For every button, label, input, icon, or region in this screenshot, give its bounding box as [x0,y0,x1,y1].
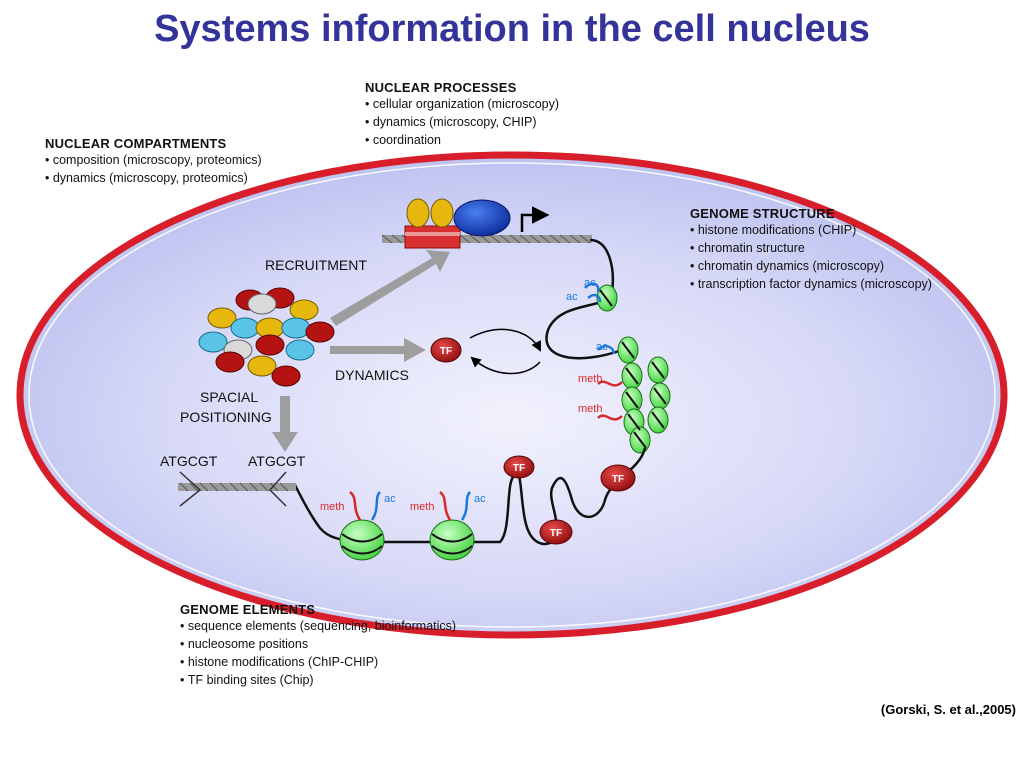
meth-mark-4 [439,491,452,521]
list-item: histone modifications (ChIP-CHIP) [180,653,456,671]
meth-label-2: meth [578,403,602,415]
coactivator-1 [406,198,430,228]
dynamics-gray-arrow [330,338,426,362]
list-item: transcription factor dynamics (microscop… [690,275,932,293]
ac-mark-2 [587,293,602,303]
meth-label-4: meth [410,501,434,513]
list-item: TF binding sites (Chip) [180,671,456,689]
svg-text:TF: TF [550,528,562,539]
meth-mark-1 [597,380,623,387]
tf-bound-3: TF [600,464,636,492]
genome-elements-block: GENOME ELEMENTS sequence elements (seque… [180,602,456,689]
ac-label-4: ac [384,493,396,505]
ac-label-1: ac [584,277,596,289]
tf-bound-2: TF [539,519,573,545]
spacial-label: SPACIAL [200,389,258,405]
genome-structure-heading: GENOME STRUCTURE [690,206,835,221]
list-item: histone modifications (CHIP) [690,221,932,239]
recruitment-label: RECRUITMENT [265,257,367,273]
ac-mark-5 [460,491,472,521]
nuclear-membrane-inner [28,162,996,628]
ac-mark-1 [584,282,600,293]
citation: (Gorski, S. et al.,2005) [880,702,1016,717]
bottom-dna [178,471,296,507]
protein-cluster [198,287,335,387]
spacial-positioning-arrow [272,396,298,452]
dynamics-arrow-in [470,356,541,375]
positioning-label: POSITIONING [180,409,272,425]
svg-text:TF: TF [513,463,525,474]
genome-structure-block: GENOME STRUCTURE histone modifications (… [690,206,932,293]
list-item: composition (microscopy, proteomics) [45,151,262,169]
list-item: cellular organization (microscopy) [365,95,559,113]
ac-label-3: ac [596,341,608,353]
ac-label-5: ac [474,493,486,505]
ac-mark-4 [370,491,382,521]
list-item: dynamics (microscopy, proteomics) [45,169,262,187]
ac-label-2: ac [566,291,578,303]
nuclear-processes-block: NUCLEAR PROCESSES cellular organization … [365,80,559,149]
list-item: coordination [365,131,559,149]
genome-elements-heading: GENOME ELEMENTS [180,602,316,617]
nucleosome-bottom-2 [429,519,475,561]
ac-mark-3 [597,344,616,355]
nuclear-compartments-heading: NUCLEAR COMPARTMENTS [45,136,227,151]
recruitment-arrow [330,250,450,326]
coactivator-2 [430,198,454,228]
list-item: chromatin dynamics (microscopy) [690,257,932,275]
tf-free: TF [430,337,462,363]
meth-label-3: meth [320,501,344,513]
list-item: nucleosome positions [180,635,456,653]
meth-mark-2 [597,414,623,421]
svg-text:TF: TF [612,474,624,485]
sequence-label-2: ATGCGT [248,453,306,469]
dynamics-label: DYNAMICS [335,367,409,383]
bound-tf-box [404,225,461,249]
list-item: dynamics (microscopy, CHIP) [365,113,559,131]
dynamics-arrow-out [469,328,541,352]
nucleosome-group-right [596,284,671,454]
chromatin-fiber-upper [545,238,623,360]
nucleosome-bottom-1 [339,519,385,561]
nuclear-compartments-block: NUCLEAR COMPARTMENTS composition (micros… [45,136,262,187]
transcription-start-arrow [520,206,550,232]
meth-label-1: meth [578,373,602,385]
nuclear-processes-heading: NUCLEAR PROCESSES [365,80,517,95]
page-title: Systems information in the cell nucleus [154,8,870,50]
list-item: sequence elements (sequencing, bioinform… [180,617,456,635]
rna-polymerase [453,199,511,237]
svg-text:TF: TF [440,346,452,357]
sequence-label-1: ATGCGT [160,453,218,469]
list-item: chromatin structure [690,239,932,257]
tf-bound-1: TF [503,455,535,479]
meth-mark-3 [349,491,362,521]
